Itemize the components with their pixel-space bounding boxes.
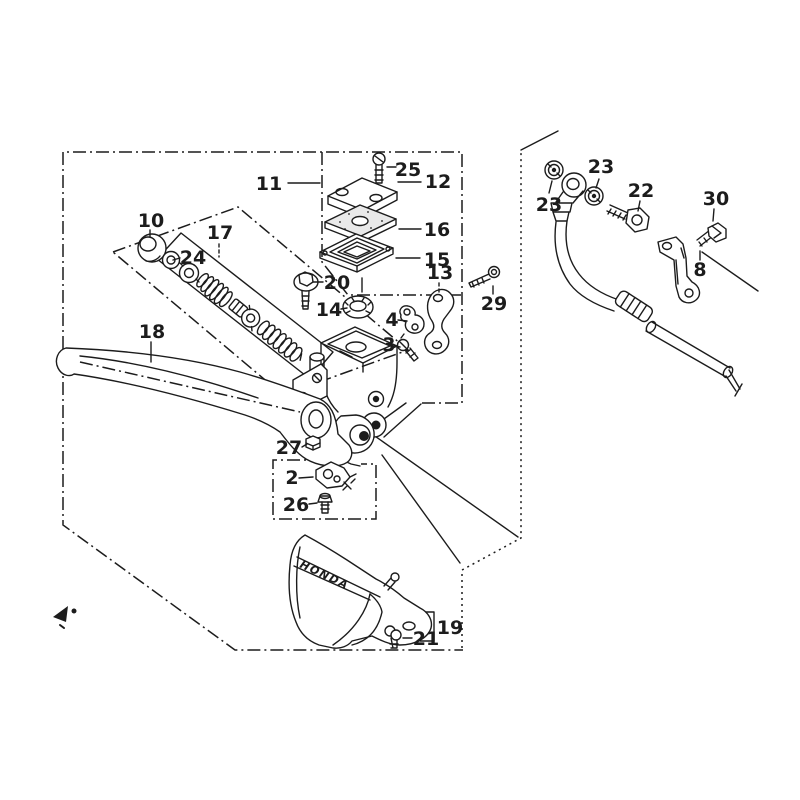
handguard-19: HONDA: [288, 534, 433, 649]
direction-arrow: [53, 606, 77, 629]
part-callout-17: 17: [207, 222, 233, 244]
part-callout-26: 26: [283, 494, 309, 516]
sealing-washer-23-right: [584, 186, 604, 206]
part-callout-20: 20: [324, 272, 350, 294]
pointer-lines: [371, 251, 759, 564]
part-callout-11: 11: [256, 173, 282, 195]
bolt-20: [293, 271, 319, 310]
part-callout-19: 19: [437, 617, 463, 639]
part-callout-8: 8: [693, 259, 706, 281]
part-callout-2: 2: [285, 467, 298, 489]
screw-21: [384, 625, 402, 649]
brake-hose: [550, 172, 743, 397]
left-panel-border: [62, 151, 463, 651]
clip-4: [399, 305, 425, 339]
sealing-washer-23-left: [544, 160, 564, 180]
part-callout-14: 14: [316, 299, 342, 321]
oil-bolt-22: [606, 204, 650, 233]
bolt-29: [468, 265, 501, 288]
part-callout-29: 29: [481, 293, 507, 315]
part-callout-21: 21: [413, 628, 439, 650]
part-callout-30: 30: [703, 188, 729, 210]
nut-27: [305, 435, 321, 451]
part-callout-4: 4: [385, 309, 398, 331]
diaphragm-15: [319, 233, 394, 293]
screw-3: [396, 338, 419, 362]
part-callout-12: 12: [425, 171, 451, 193]
part-callout-13: 13: [427, 262, 453, 284]
leader-lines: [149, 166, 715, 639]
part-callout-23: 23: [536, 194, 562, 216]
part-callout-22: 22: [628, 180, 654, 202]
bracket-8: [657, 236, 701, 304]
part-callout-24: 24: [180, 247, 206, 269]
part-callout-18: 18: [139, 321, 165, 343]
piston-body: [228, 298, 261, 332]
clamp-13: [423, 288, 455, 355]
bracket-2: [315, 461, 357, 491]
piston-kit-outer-box: [111, 206, 410, 396]
screw-25: [372, 152, 386, 184]
part-callout-27: 27: [276, 437, 302, 459]
piston-boot: [196, 272, 233, 308]
bushing-10: [137, 233, 167, 263]
boot-14: [342, 295, 374, 319]
reservoir-group-box: [321, 152, 461, 296]
part-callout-23: 23: [588, 156, 614, 178]
flange-bolt-30: [696, 222, 727, 247]
seal-rings-24: [161, 250, 200, 284]
right-panel-border: [461, 130, 559, 648]
brake-lever-18: [55, 347, 353, 467]
part-callout-15: 15: [424, 249, 450, 271]
return-spring-17: [256, 320, 303, 362]
part-callout-3: 3: [382, 334, 395, 356]
part-callout-25: 25: [395, 159, 421, 181]
part-callout-10: 10: [138, 210, 164, 232]
set-plate-16: [324, 204, 397, 243]
screw-26: [317, 492, 333, 514]
part-callout-16: 16: [424, 219, 450, 241]
